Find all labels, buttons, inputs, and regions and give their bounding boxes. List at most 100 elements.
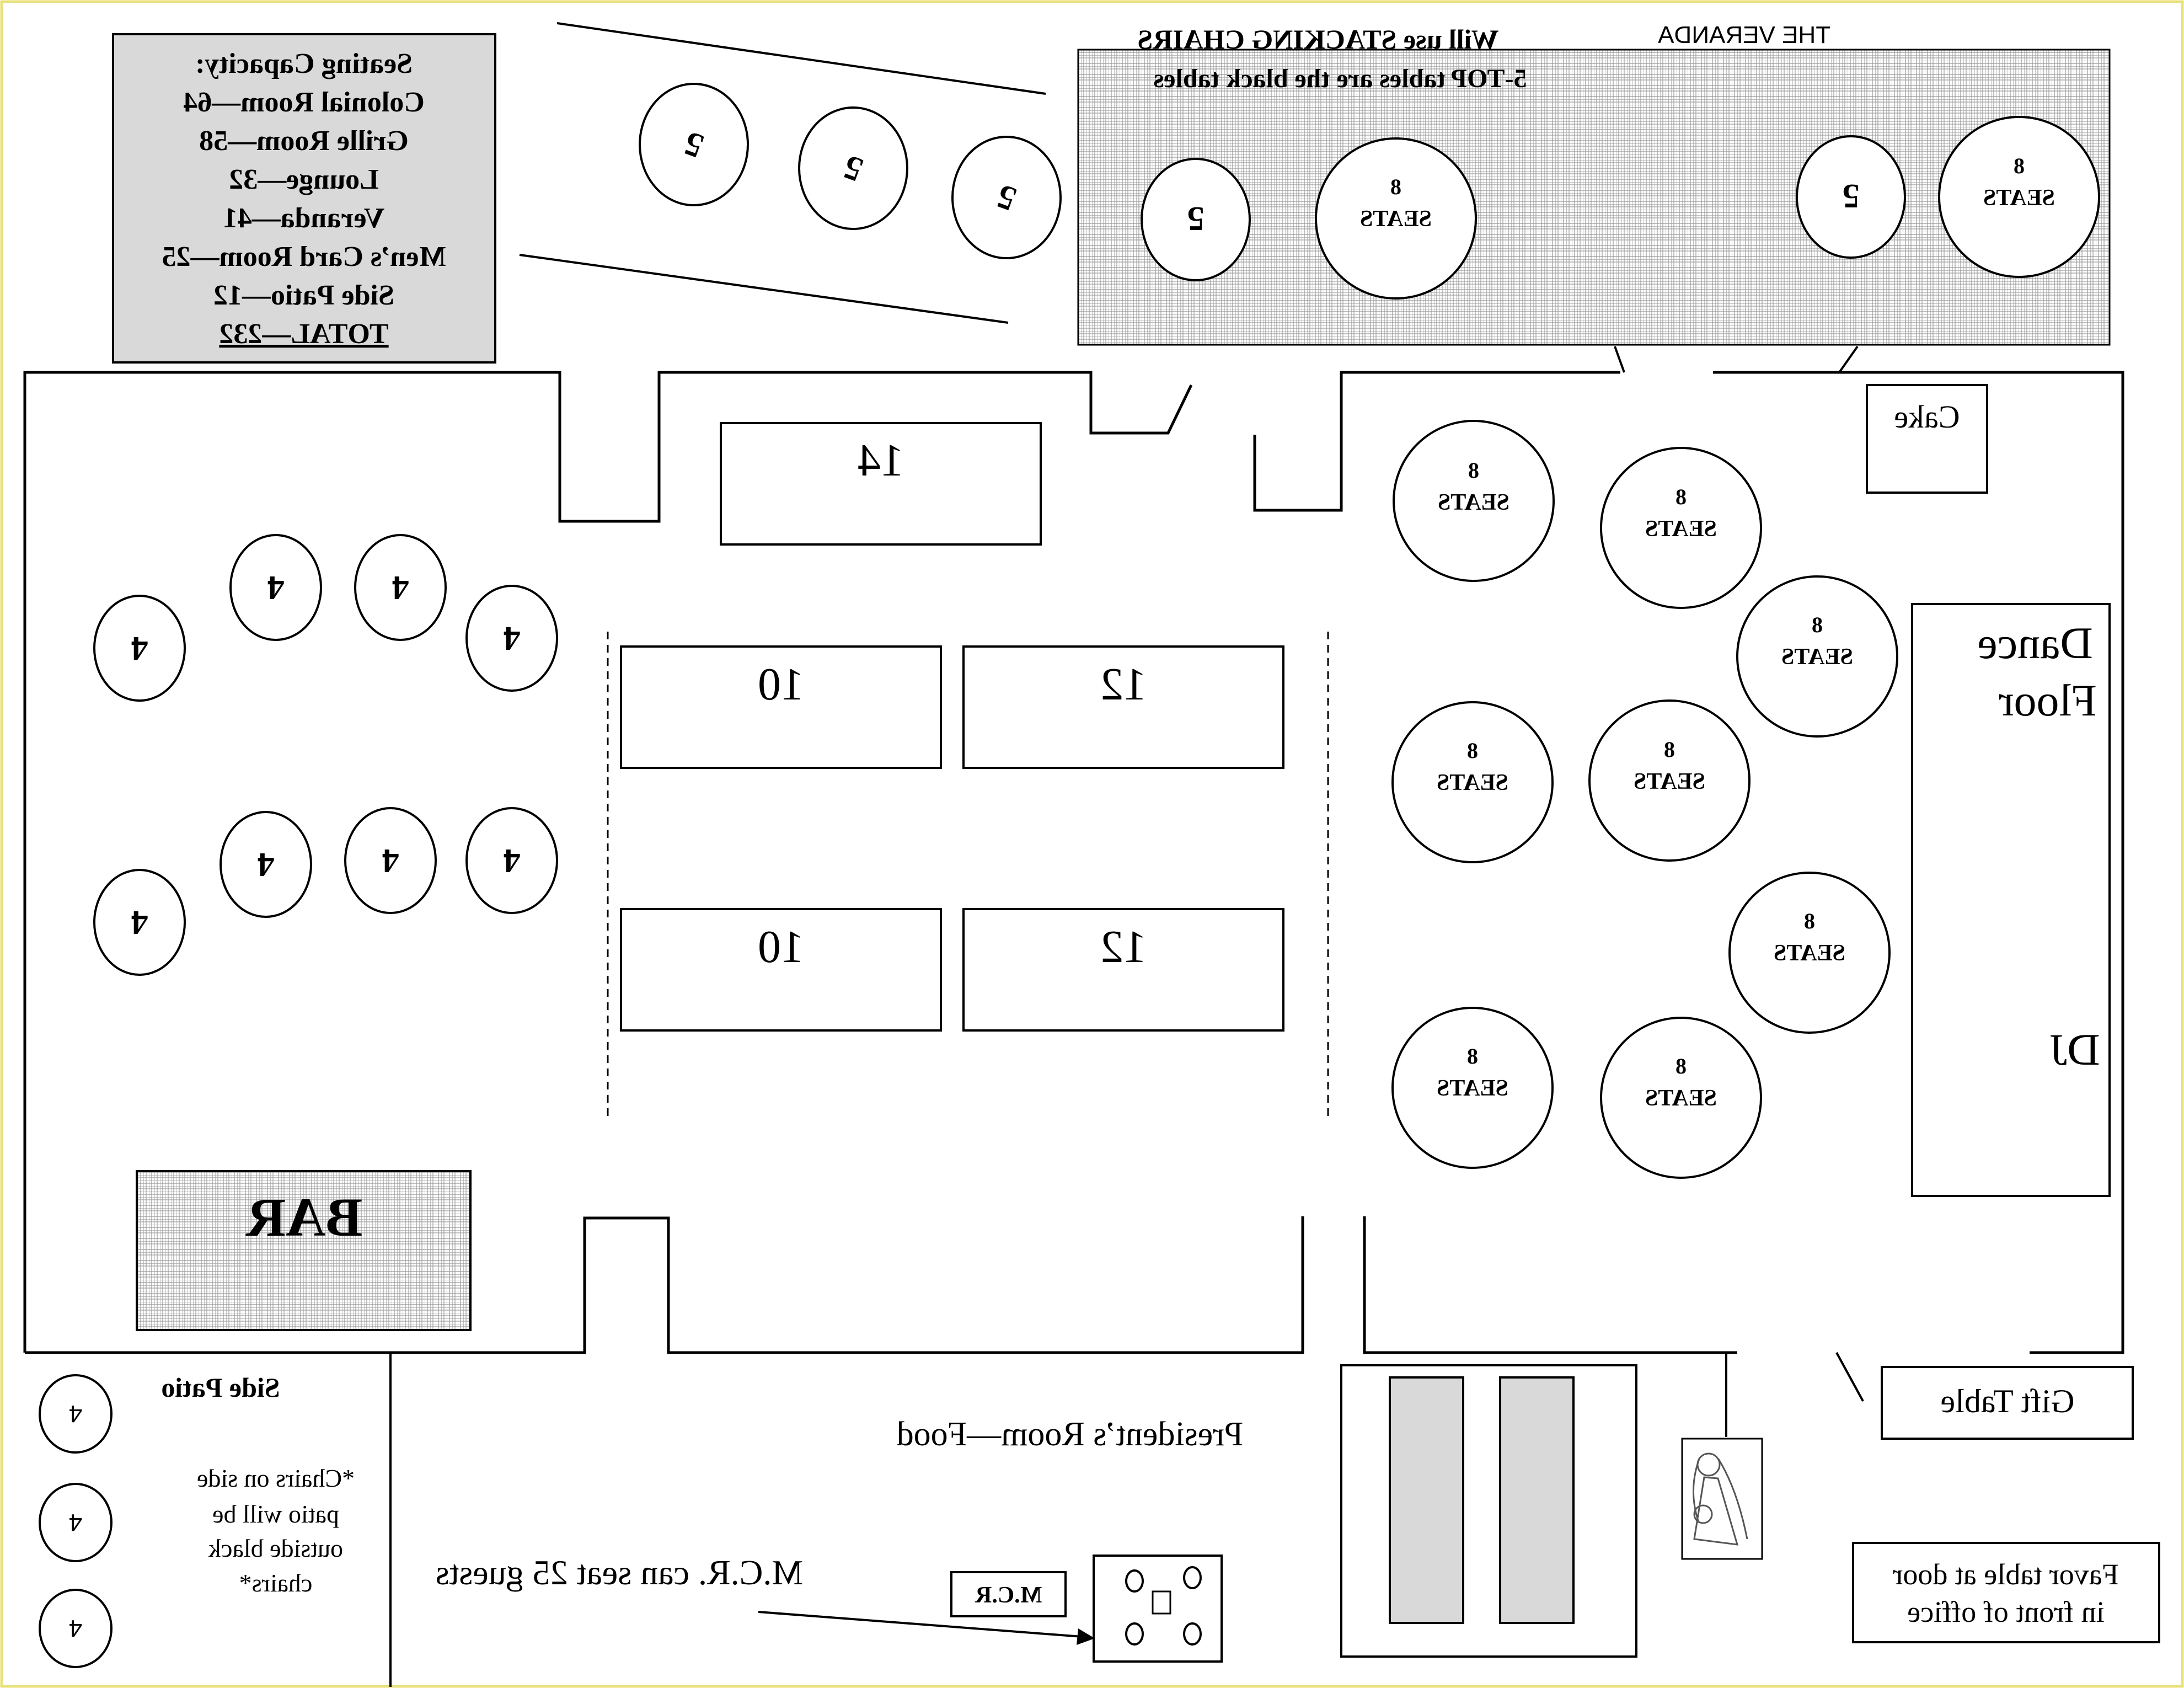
lounge-table: 4 (93, 595, 186, 702)
walkway-line (519, 254, 1009, 324)
mcr-arrow-line (758, 1611, 1090, 1638)
colonial-table: 8 SEATS (1736, 575, 1898, 738)
round-table (798, 106, 908, 230)
mcr-chair (1183, 1566, 1202, 1589)
table-number: 8 (1812, 612, 1823, 637)
colonial-table: 8 SEATS (1728, 872, 1891, 1034)
buffet-area (1340, 1364, 1637, 1658)
side-patio-note-line: outside black (208, 1534, 343, 1562)
capacity-line: Lounge—32 (229, 164, 379, 195)
side-patio-note-line: *Chairs on side (197, 1464, 355, 1492)
table-number: 4 (258, 846, 275, 883)
gift-table-label: Gift Table (1941, 1383, 2075, 1419)
veranda-note-stacking: Will use STACKING CHAIRS (1137, 24, 1498, 55)
table-number: 8 (1390, 174, 1401, 199)
bride-dress (1693, 1476, 1739, 1546)
capacity-line: Side Patio—12 (213, 280, 394, 311)
table-seats-label: SEATS (1645, 1086, 1717, 1111)
round-table (465, 585, 558, 692)
round-table (1736, 575, 1898, 738)
wall-segment (1253, 371, 1620, 512)
veranda-area: THE VERANDA Will use STACKING CHAIRS 5-T… (1077, 22, 2111, 346)
round-table (465, 807, 558, 914)
seating-capacity-box: Seating Capacity: Colonial Room—64 Grill… (112, 33, 496, 364)
round-table (1796, 135, 1906, 259)
table-number: 5 (1187, 200, 1205, 237)
favor-table-box (1852, 1542, 2160, 1643)
table-number: 8 (1467, 738, 1478, 763)
outside-table: 5 (639, 83, 749, 206)
table-number: 8 (1467, 1044, 1478, 1069)
round-table (1600, 1017, 1762, 1179)
lounge-table: 4 (354, 534, 447, 641)
lounge-table: 4 (465, 585, 558, 692)
table-seats-label: SEATS (1437, 1076, 1508, 1101)
wall-segment (1713, 371, 2124, 1354)
gift-table-box (1881, 1366, 2134, 1440)
capacity-total: TOTAL—232 (219, 318, 388, 350)
table-number: 4 (131, 904, 148, 941)
table-number: 12 (1100, 659, 1147, 710)
outside-table: 5 (951, 136, 1062, 259)
rect-table: 10 (620, 908, 942, 1032)
table-number: 8 (1664, 737, 1675, 762)
round-table (639, 83, 749, 206)
colonial-table: 8 SEATS (1391, 1007, 1554, 1169)
table-number: 5 (1843, 177, 1860, 215)
rectangular-table (720, 422, 1042, 546)
wall-segment (25, 1216, 1304, 1354)
rectangular-table (962, 645, 1284, 769)
table-seats-label: SEATS (1774, 941, 1845, 966)
round-table (1141, 158, 1251, 281)
dance-floor-area (1911, 603, 2111, 1197)
round-table (1315, 137, 1477, 300)
lounge-table: 4 (465, 807, 558, 914)
side-patio: Side Patio 4 4 4 *Chairs on side patio w… (39, 1372, 355, 1668)
door-line (1838, 345, 1859, 373)
door-line (1614, 346, 1625, 373)
table-number: 4 (69, 1509, 82, 1536)
round-table (951, 136, 1062, 259)
buffet-outline (1340, 1364, 1637, 1658)
table-seats-label: SEATS (1634, 769, 1705, 794)
mcr-capacity-note: M.C.R. can seat 25 guests (436, 1553, 804, 1592)
table-seats-label: SEATS (1645, 516, 1717, 542)
capacity-box-background (112, 33, 496, 364)
dance-floor-label-line1: Dance (1977, 618, 2092, 668)
colonial-table: 8 SEATS (1600, 447, 1762, 609)
table-number: 4 (69, 1400, 82, 1427)
outside-table: 5 (798, 106, 908, 230)
mcr-chair (1125, 1569, 1144, 1593)
veranda-table: 8 SEATS (1315, 137, 1477, 300)
table-number: 8 (2014, 153, 2025, 178)
capacity-line: Veranda—41 (223, 202, 385, 234)
rect-table: 12 (962, 908, 1284, 1032)
cake-table-box (1866, 384, 1988, 494)
building-walls (23, 345, 2124, 1687)
round-table (220, 811, 312, 918)
bride-picture (1681, 1438, 1763, 1560)
bar-area: BAR (136, 1170, 472, 1331)
mcr-arrow-head (1077, 1628, 1095, 1645)
side-patio-title: Side Patio (161, 1372, 280, 1403)
colonial-table: 8 SEATS (1588, 699, 1751, 862)
rectangular-table (620, 908, 942, 1032)
colonial-table: 8 SEATS (1600, 1017, 1762, 1179)
capacity-line: Colonial Room—64 (183, 87, 425, 118)
bar-counter (136, 1170, 472, 1331)
table-number: 8 (1804, 909, 1815, 933)
gift-table: Gift Table (1881, 1366, 2134, 1440)
presidents-room-label: President’s Room—Food (897, 1415, 1244, 1453)
bride-bouquet (1693, 1504, 1713, 1524)
table-number: 4 (267, 569, 285, 606)
cake-label: Cake (1894, 399, 1960, 435)
mcr-chair (1183, 1622, 1202, 1646)
dj-label: DJ (2049, 1024, 2100, 1075)
walkway-line (556, 22, 1046, 95)
lounge-table: 4 (93, 869, 186, 976)
round-table (1391, 701, 1554, 863)
table-number: 8 (1676, 484, 1687, 509)
rect-table: 12 (962, 645, 1284, 769)
mcr-chair (1125, 1622, 1144, 1646)
favor-table-label-line2: in front of office (1907, 1595, 2104, 1628)
